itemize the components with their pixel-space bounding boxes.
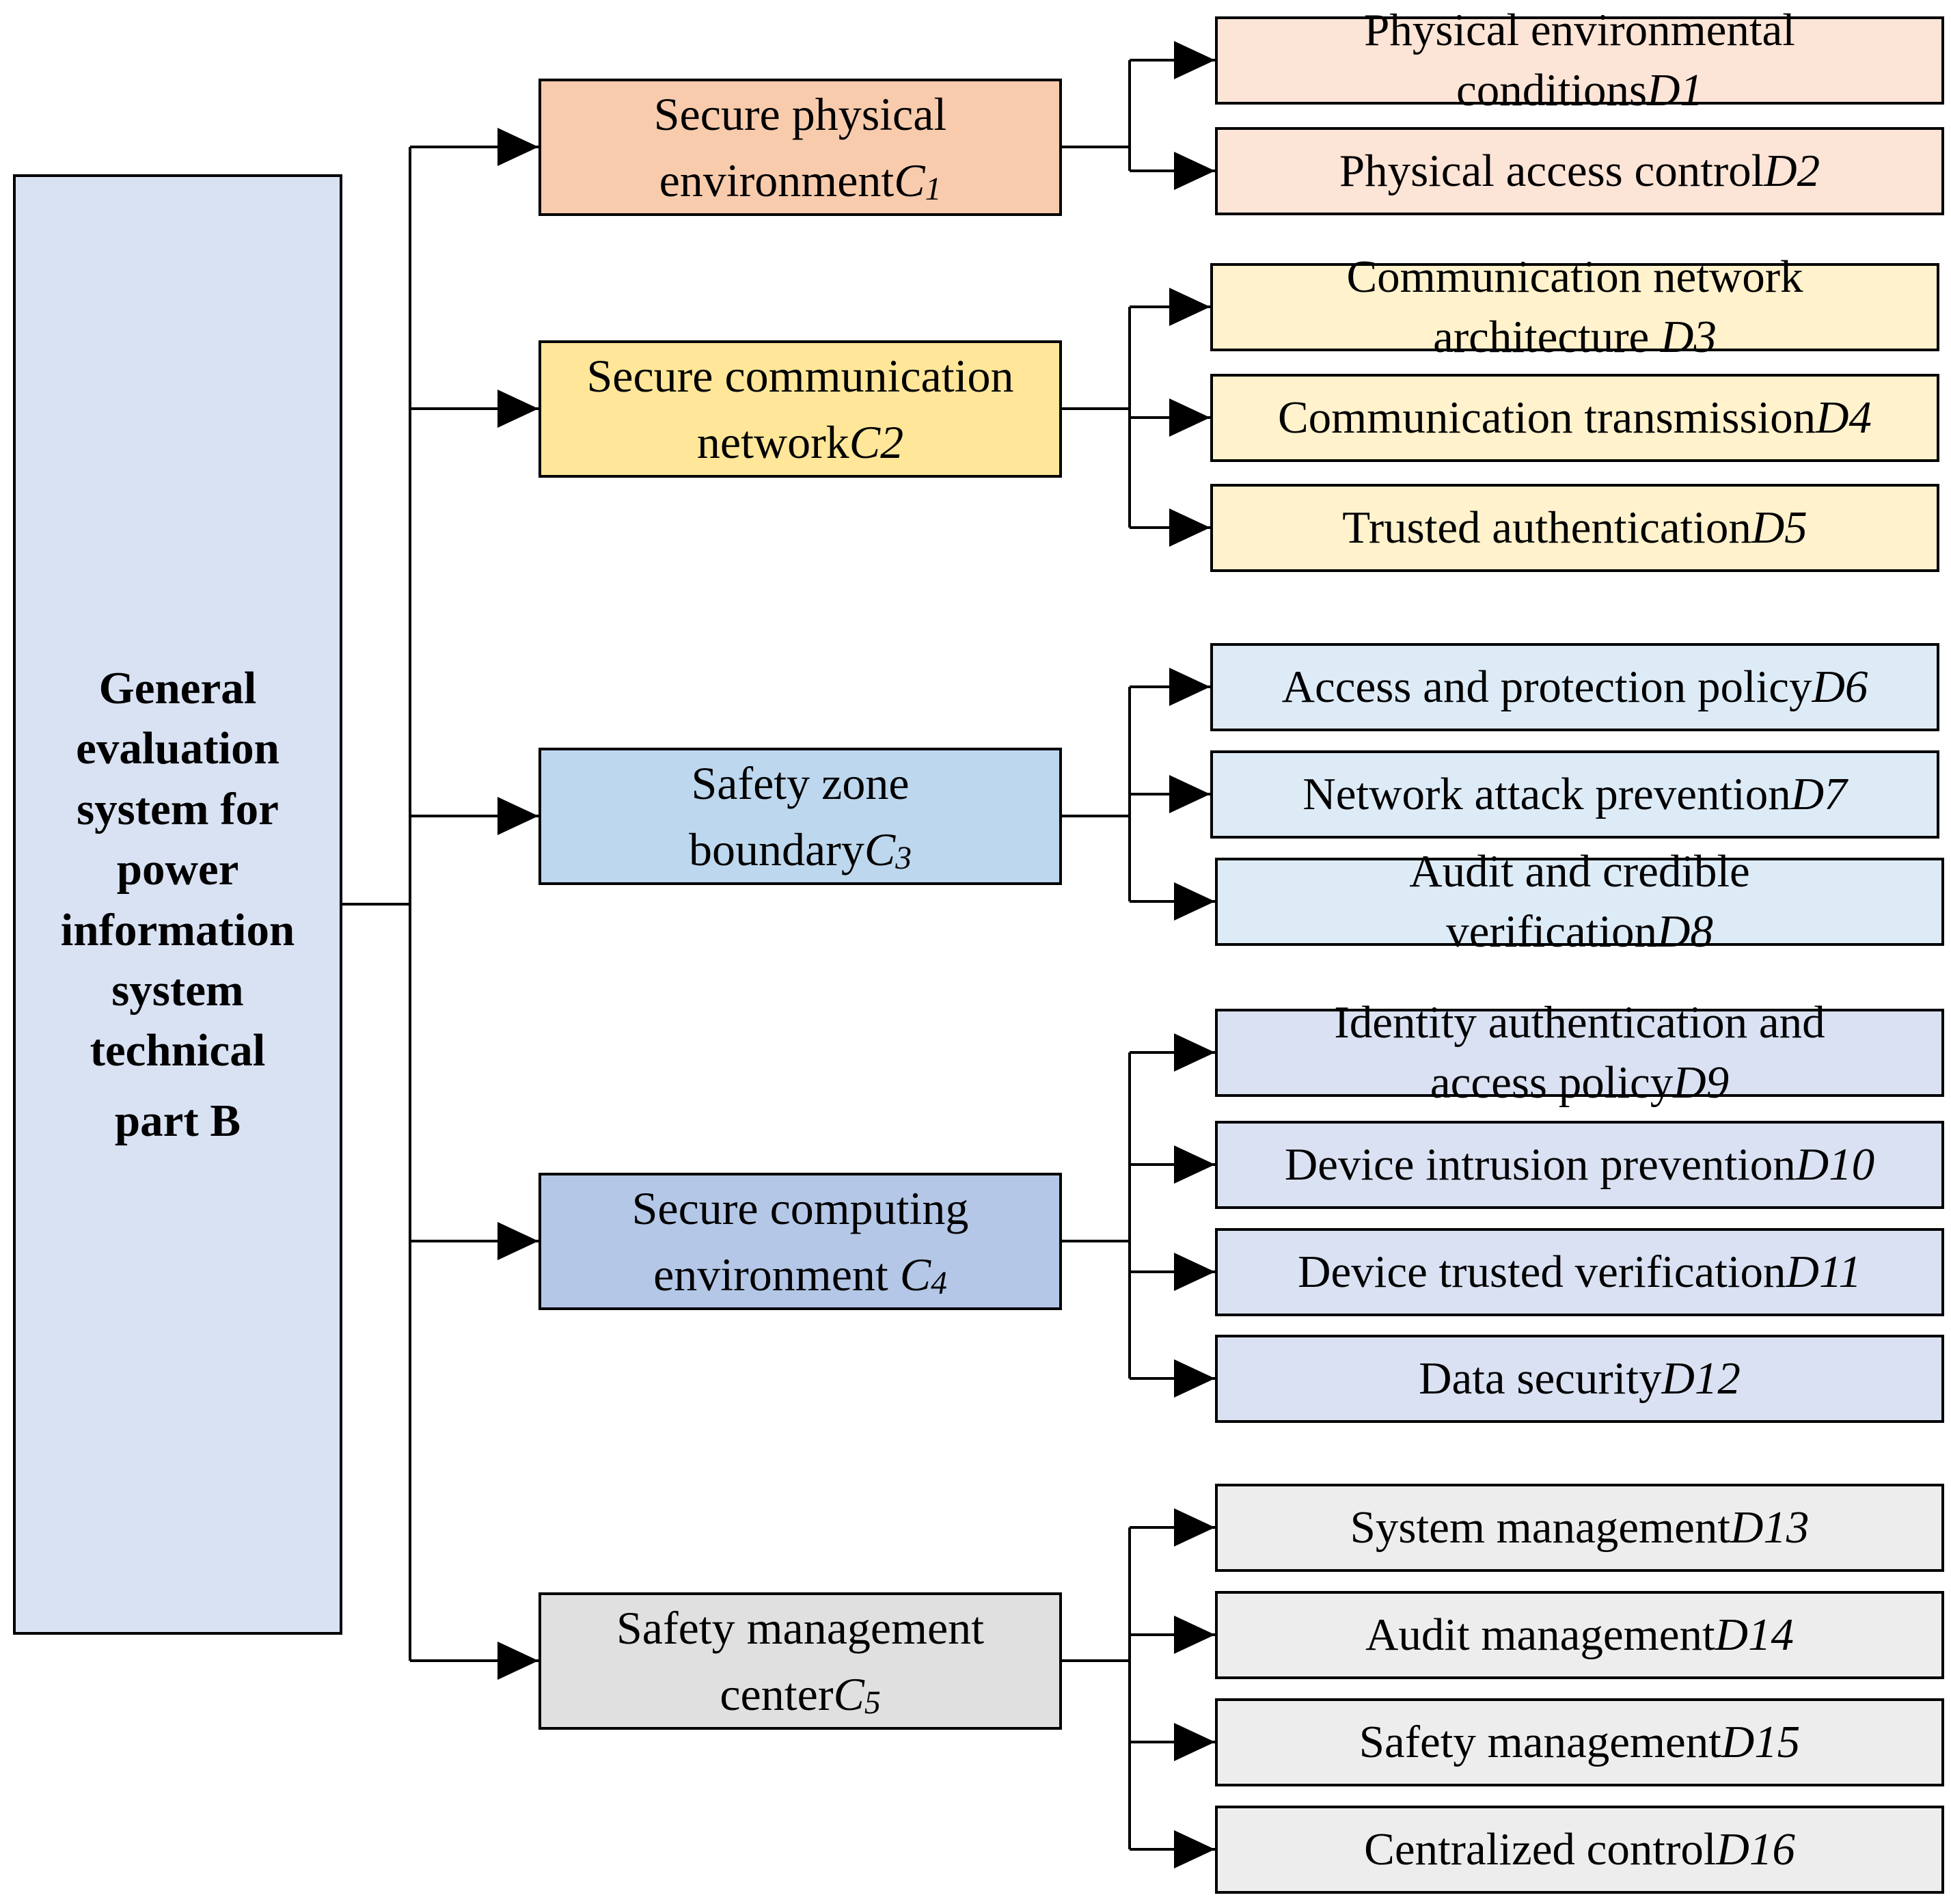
indicator-label: Audit management [1365,1609,1715,1661]
root-line: part B [114,1095,241,1146]
indicator-code: D12 [1661,1353,1741,1404]
indicator-d1: Physical environmental conditionsD1 [1215,5,1944,115]
indicator-code: D1 [1647,64,1704,115]
root-line: evaluation [76,723,279,774]
indicator-d9: Identity authentication and access polic… [1215,997,1944,1108]
indicator-label: Physical environmental conditions [1364,5,1795,115]
root-line: information [60,904,295,955]
indicator-label: Network attack prevention [1302,769,1791,820]
category-code: C [894,154,925,206]
root-node: General evaluation system for power info… [13,174,342,1635]
category-code-subscript: 1 [925,171,942,207]
category-code: C [833,1668,864,1720]
indicator-label: Identity authentication and access polic… [1334,997,1825,1108]
indicator-label: Trusted authentication [1342,502,1751,554]
category-safety-zone-boundary: Safety zone boundaryC3 [538,748,1062,885]
root-line: General [98,662,257,713]
indicator-label: Data security [1419,1353,1662,1404]
indicator-label: Physical access control [1339,146,1764,197]
category-code: C2 [849,416,904,468]
category-label: Secure physical environment [653,87,947,206]
category-code-subscript: 5 [864,1685,881,1721]
indicator-d14: Audit management D14 [1215,1591,1944,1679]
category-secure-communication-network: Secure communication networkC2 [538,340,1062,478]
indicator-code: D7 [1790,769,1847,820]
indicator-d13: System management D13 [1215,1484,1944,1572]
indicator-code: D16 [1716,1824,1795,1875]
category-label: Secure computing environment [631,1182,969,1301]
root-line: technical [90,1025,266,1076]
indicator-label: Communication transmission [1277,392,1816,444]
category-secure-computing-environment: Secure computing environment C4 [538,1173,1062,1310]
indicator-d11: Device trusted verification D11 [1215,1228,1944,1316]
indicator-code: D13 [1730,1502,1810,1553]
category-code: C [864,823,896,875]
category-label: Safety zone boundary [689,757,910,875]
indicator-label: Device trusted verification [1298,1247,1786,1298]
indicator-label: Access and protection policy [1281,662,1812,713]
category-secure-physical-environment: Secure physical environmentC1 [538,79,1062,216]
indicator-label: System management [1350,1502,1730,1553]
indicator-d3: Communication network architecture D3 [1210,251,1939,362]
indicator-code: D15 [1721,1717,1801,1768]
indicator-label: Audit and credible verification [1409,846,1750,957]
indicator-label: Device intrusion prevention [1284,1139,1796,1191]
root-line: system for [77,783,279,834]
indicator-label: Centralized control [1364,1824,1717,1875]
indicator-code: D4 [1816,392,1872,444]
indicator-label: Communication network architecture [1346,251,1803,362]
category-code-subscript: 4 [931,1265,947,1301]
category-safety-management-center: Safety management centerC5 [538,1592,1062,1730]
root-title: General evaluation system for power info… [61,658,295,1152]
category-code-subscript: 3 [895,840,912,876]
category-code: C [899,1248,931,1301]
indicator-code: D2 [1764,146,1820,197]
indicator-code: D9 [1673,1057,1730,1108]
indicator-label: Safety management [1359,1717,1721,1768]
indicator-code: D3 [1661,311,1717,362]
indicator-code: D8 [1656,906,1713,957]
root-line: power [116,844,239,895]
category-label: Safety management center [616,1601,985,1720]
category-label: Secure communication network [586,349,1014,468]
indicator-d4: Communication transmission D4 [1210,374,1939,462]
indicator-code: D10 [1795,1139,1875,1191]
indicator-code: D6 [1812,662,1868,713]
indicator-code: D5 [1751,502,1807,554]
indicator-code: D11 [1786,1247,1861,1298]
indicator-d8: Audit and credible verificationD8 [1215,846,1944,957]
indicator-code: D14 [1715,1609,1795,1661]
root-line: system [111,964,244,1016]
